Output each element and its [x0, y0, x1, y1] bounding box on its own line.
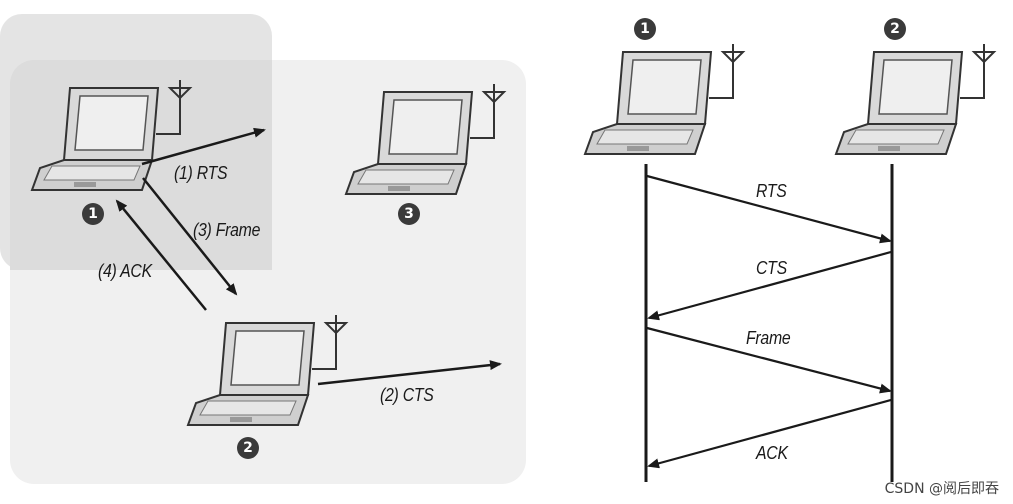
node-3-badge: 3 — [398, 203, 420, 225]
label-frame: (3) Frame — [193, 220, 261, 240]
seq-arrow-ack — [647, 398, 892, 469]
seq-arrow-rts — [646, 174, 892, 244]
node-2-badge: 2 — [237, 437, 259, 459]
arrow-rts — [141, 127, 266, 166]
label-cts: (2) CTS — [380, 385, 434, 405]
node-1-badge: 1 — [82, 203, 104, 225]
seq-label-ack: ACK — [756, 443, 788, 463]
arrow-ack — [115, 199, 207, 311]
seq-arrow-cts — [647, 250, 892, 321]
seq-label-cts: CTS — [756, 258, 787, 278]
arrow-cts — [317, 360, 502, 386]
seq-label-rts: RTS — [756, 181, 787, 201]
seq-arrow-frame — [646, 326, 892, 394]
laptop-node-2-icon — [186, 313, 349, 453]
laptop-seq-node-2-icon — [834, 42, 997, 182]
seq-node-1-badge: 1 — [634, 18, 656, 40]
watermark: CSDN @阅后即吞 — [884, 481, 999, 497]
laptop-node-3-icon — [344, 82, 507, 222]
seq-label-frame: Frame — [746, 328, 791, 348]
label-rts: (1) RTS — [174, 163, 228, 183]
label-ack: (4) ACK — [98, 261, 152, 281]
laptop-seq-node-1-icon — [583, 42, 746, 182]
seq-node-2-badge: 2 — [884, 18, 906, 40]
arrow-frame — [142, 177, 238, 296]
